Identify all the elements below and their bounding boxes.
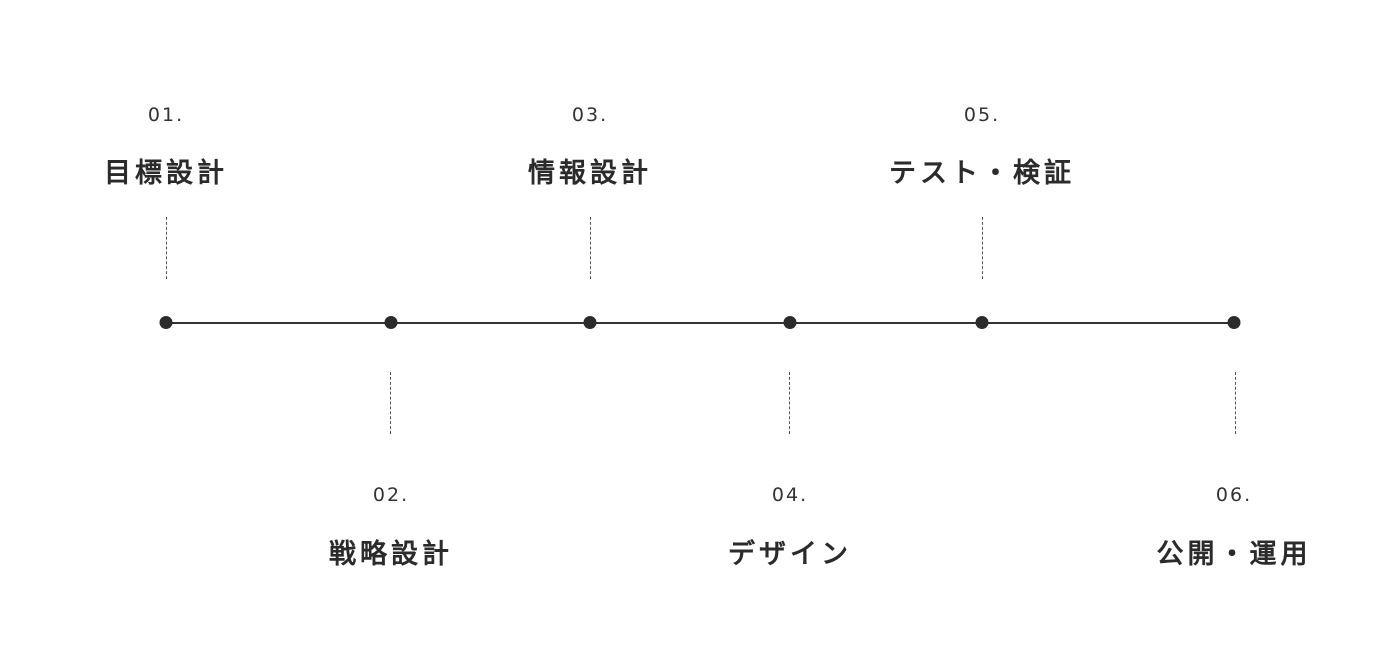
step-4-connector <box>789 372 790 434</box>
step-6-node <box>1227 316 1241 329</box>
step-3-node <box>583 316 597 329</box>
step-1-node <box>159 316 173 329</box>
step-6-number: 06. <box>1215 484 1253 506</box>
step-2-number: 02. <box>372 484 410 506</box>
step-4-title: デザイン <box>728 539 852 570</box>
step-5-connector <box>982 217 983 279</box>
step-1-number: 01. <box>147 104 185 126</box>
step-3-connector <box>590 217 591 279</box>
step-5-title: テスト・検証 <box>889 158 1075 189</box>
step-2-title: 戦略設計 <box>329 539 453 570</box>
step-2-node <box>384 316 398 329</box>
step-3-number: 03. <box>571 104 609 126</box>
step-5-node <box>975 316 989 329</box>
step-5-number: 05. <box>963 104 1001 126</box>
step-1-title: 目標設計 <box>104 158 228 189</box>
step-6-connector <box>1235 372 1236 434</box>
step-2-connector <box>390 372 391 434</box>
timeline-line <box>166 322 1234 324</box>
step-6-title: 公開・運用 <box>1156 539 1312 570</box>
step-4-node <box>783 316 797 329</box>
step-3-title: 情報設計 <box>528 158 652 189</box>
step-1-connector <box>166 217 167 279</box>
step-4-number: 04. <box>771 484 809 506</box>
